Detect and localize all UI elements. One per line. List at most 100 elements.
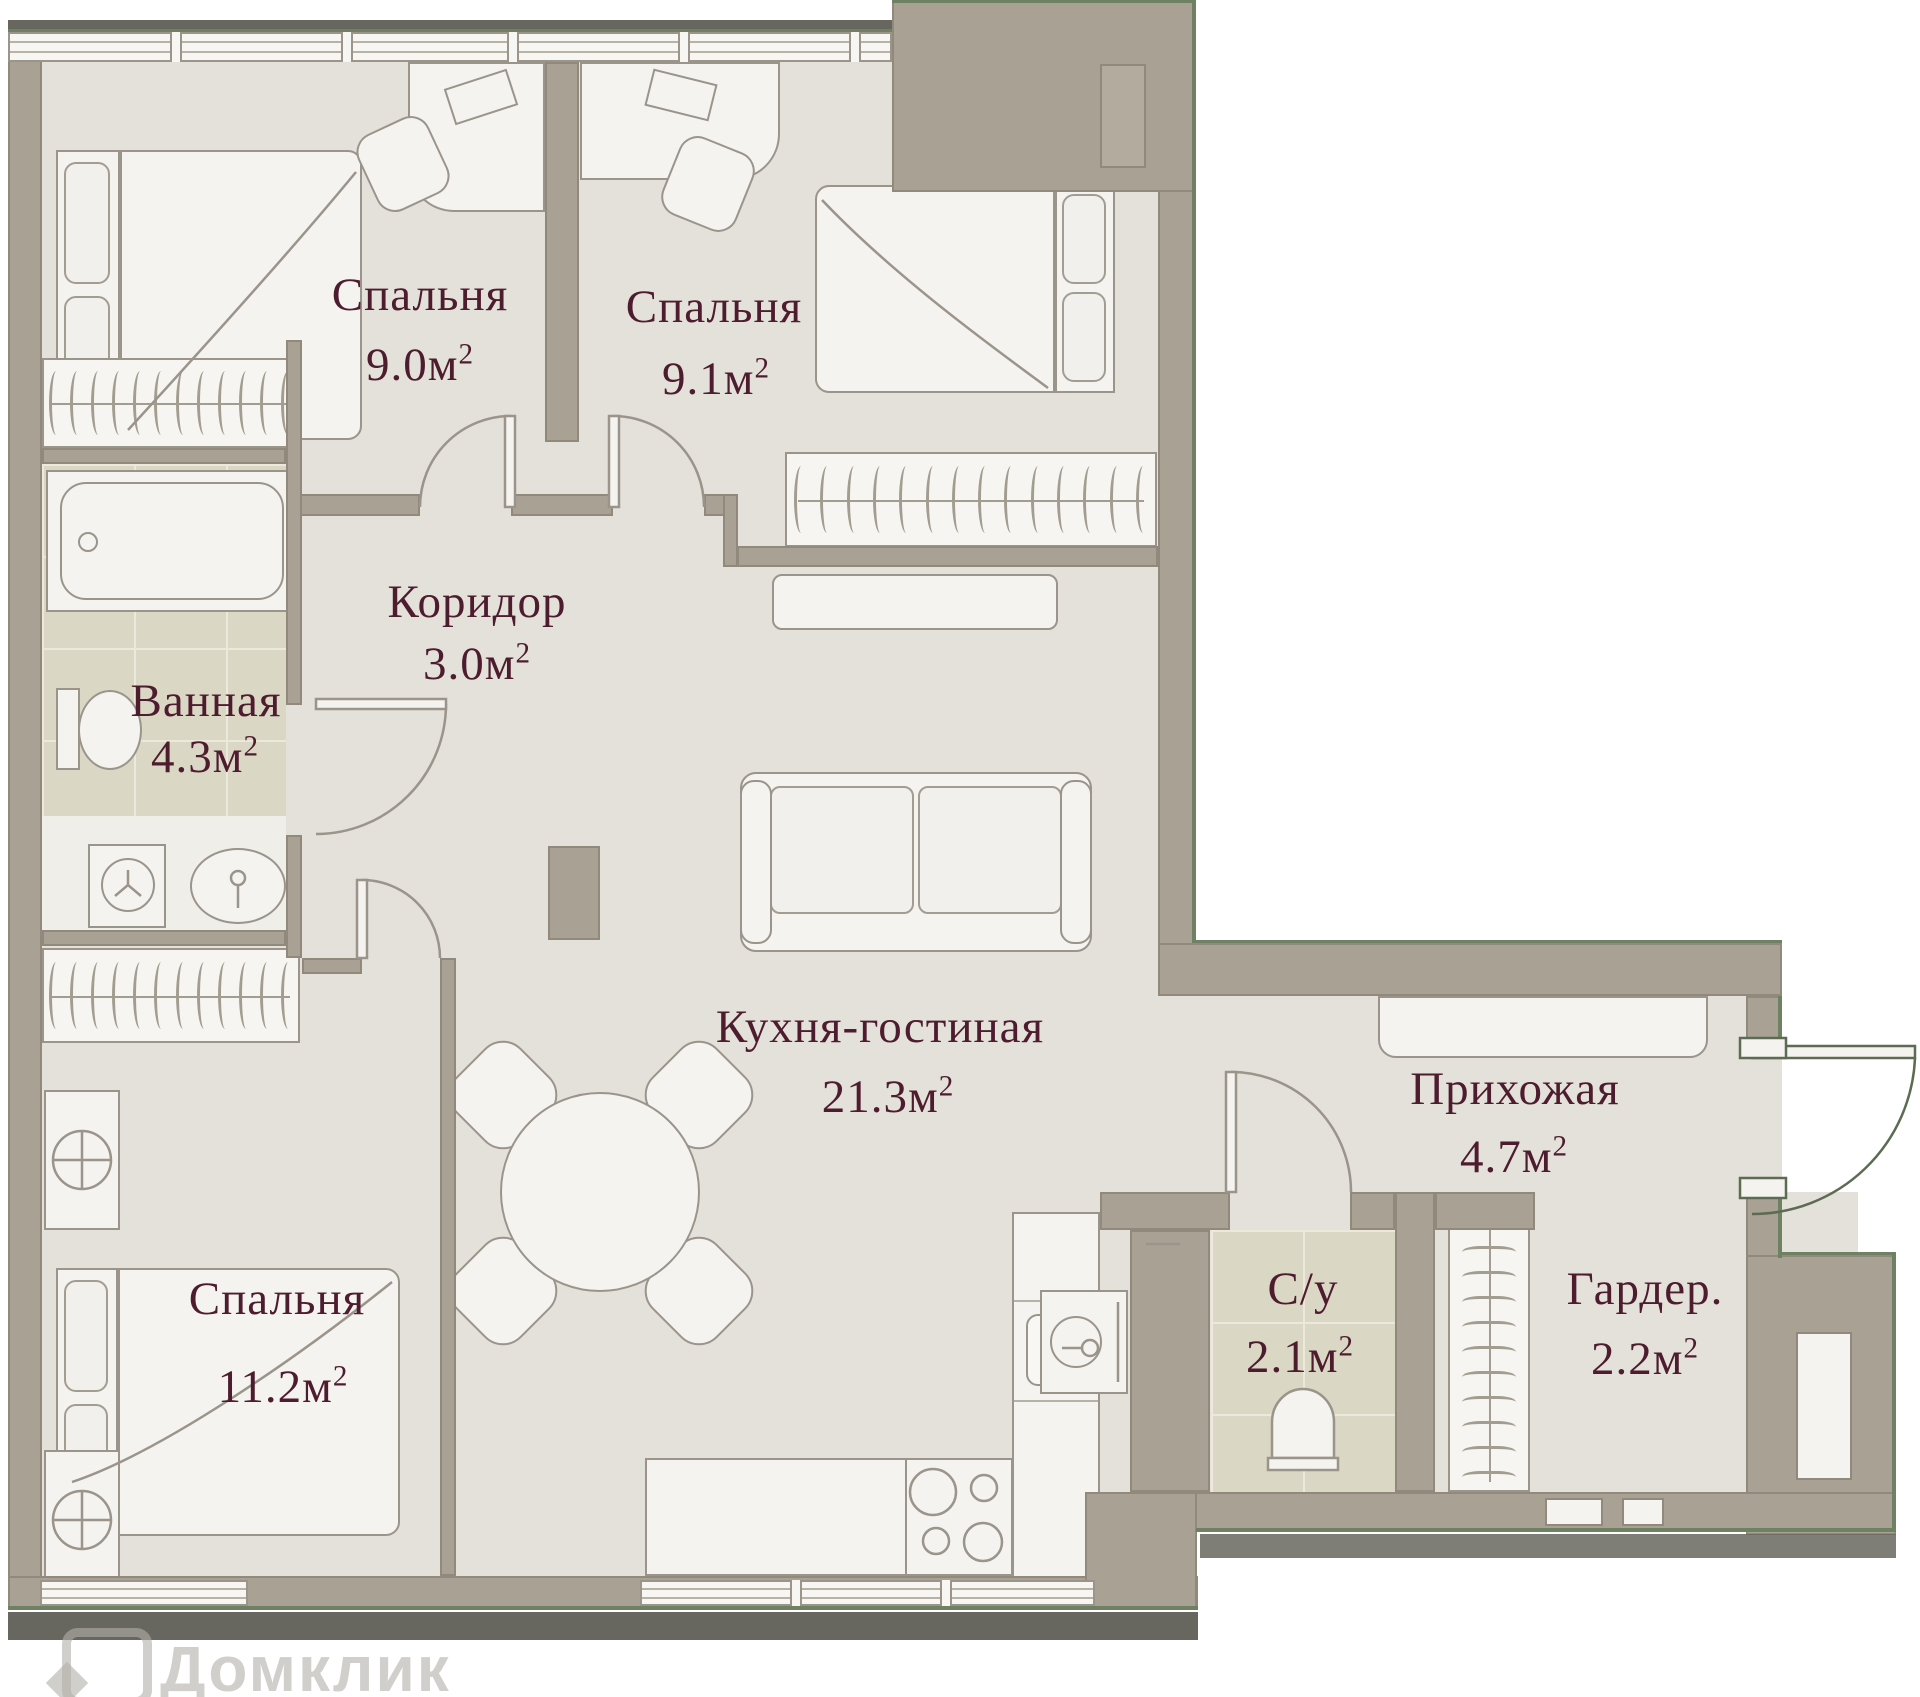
hallway-cabinet [1378, 996, 1708, 1058]
wall-bed3-north [302, 958, 362, 974]
exterior-shadow-right-bottom [1200, 1534, 1896, 1558]
window-top-mullion-3 [507, 32, 519, 62]
label-corridor-area: 3.0м2 [422, 637, 532, 690]
label-bedroom3-name: Спальня [188, 1273, 366, 1325]
label-hallway-name: Прихожая [1410, 1063, 1620, 1115]
hanger-icon [1462, 1295, 1516, 1308]
hanger-icon [238, 371, 251, 435]
laundry-machine-door [1050, 1316, 1102, 1368]
wall-corridor-west-upper [286, 340, 302, 705]
label-kitchen-name: Кухня-гостиная [715, 1001, 1045, 1053]
hanger-icon [1083, 465, 1095, 534]
label-bathroom-area: 4.3м2 [150, 730, 260, 783]
wall-east-shaft [1796, 1332, 1852, 1480]
wall-bed1-south [286, 494, 420, 516]
label-kitchen-area: 21.3м2 [821, 1070, 955, 1123]
wall-bed2-connector [723, 494, 738, 567]
bed1-wardrobe-rail [42, 358, 300, 448]
wall-wc-north-east [1350, 1192, 1395, 1230]
boundary-south-right [1196, 1528, 1896, 1532]
window-top-mullion-2 [341, 32, 353, 62]
wall-bathroom-south [42, 930, 286, 946]
wall-right-upper [1158, 190, 1196, 945]
hanger-icon [951, 465, 964, 534]
window-bottom-main [640, 1580, 1095, 1606]
bed3-pillow-top [64, 1280, 108, 1392]
sofa-cushion-left [770, 786, 914, 914]
exterior-shadow-top [8, 20, 892, 29]
boundary-top [8, 29, 892, 32]
hanger-icon [154, 371, 166, 435]
boundary-bottom [8, 1606, 1198, 1610]
hanger-icon [925, 465, 938, 534]
hanger-icon [899, 465, 911, 534]
hanger-icon [154, 961, 166, 1030]
label-wc-area: 2.1м2 [1245, 1330, 1355, 1383]
label-wc-name: С/у [1267, 1263, 1339, 1315]
kitchen-counter-right-line2 [1014, 1400, 1098, 1402]
hanger-icon [175, 371, 188, 435]
wall-south-right [1100, 1492, 1896, 1532]
wall-top-right-shaft [1100, 64, 1146, 168]
hanger-icon [846, 465, 859, 534]
window-bl-line2 [42, 1597, 246, 1599]
wall-bed2-south [737, 546, 1158, 567]
hanger-icon [1462, 1471, 1516, 1483]
boundary-entry-lower [1778, 1178, 1782, 1258]
tv-console [772, 574, 1058, 630]
hanger-icon [133, 371, 145, 435]
hanger-icon [820, 465, 832, 534]
hanger-icon [1462, 1270, 1516, 1283]
window-bm-mullion-1 [790, 1580, 802, 1606]
hanger-icon [217, 961, 230, 1030]
entry-wardrobe-rail [1448, 1212, 1530, 1492]
window-top-mullion-5 [849, 32, 861, 62]
hanger-icon [175, 961, 188, 1030]
washing-machine-bath-door [101, 858, 155, 912]
boundary-hallway-north [1196, 940, 1782, 943]
wall-south-shaft-b [1622, 1498, 1664, 1526]
window-top-mullion-4 [678, 32, 690, 62]
window-top-mullion-1 [170, 32, 182, 62]
hanger-icon [260, 371, 272, 435]
hanger-icon [1462, 1421, 1516, 1433]
hanger-icon [1462, 1396, 1516, 1408]
wall-kitchen-east [1130, 1230, 1210, 1492]
hanger-icon [196, 371, 209, 435]
hanger-icon [90, 371, 103, 435]
toilet-bath-tank [56, 688, 80, 770]
hanger-icon [1462, 1446, 1516, 1458]
hanger-icon [1462, 1245, 1516, 1258]
hanger-icon [1004, 465, 1016, 534]
hanger-icon [1462, 1320, 1516, 1333]
wall-top-right-block [892, 0, 1196, 192]
wall-wc-north-west [1100, 1192, 1230, 1230]
hanger-icon [1462, 1345, 1516, 1358]
watermark-brand: Домклик [160, 1633, 451, 1697]
boundary-wardrobe-east [1892, 1255, 1896, 1532]
hanger-icon [133, 961, 145, 1030]
window-bm-line2 [642, 1597, 1093, 1599]
boundary-step-top [1782, 1252, 1896, 1255]
hanger-icon [872, 465, 885, 534]
column-kitchen [548, 846, 600, 940]
boundary-topblock-top [892, 0, 1196, 3]
wall-bottom-step [1085, 1492, 1197, 1610]
hanger-icon [217, 371, 230, 435]
window-bm-line1 [642, 1588, 1093, 1590]
sofa-armrest-left [740, 780, 772, 944]
hanger-icon [112, 961, 124, 1030]
floor-entry-opening [1746, 1058, 1782, 1178]
sofa-armrest-right [1060, 780, 1092, 944]
window-bl-line1 [42, 1588, 246, 1590]
hanger-icon [978, 465, 990, 534]
window-top-line2 [10, 51, 890, 53]
hanger-icon [260, 961, 272, 1030]
wall-wardrobe-north-stub [1435, 1192, 1535, 1230]
boundary-right-upper [1192, 0, 1196, 943]
hanger-icon [90, 961, 103, 1030]
wall-wc-wardrobe [1395, 1192, 1435, 1492]
sofa-cushion-right [918, 786, 1062, 914]
wall-hallway-north [1158, 943, 1782, 996]
